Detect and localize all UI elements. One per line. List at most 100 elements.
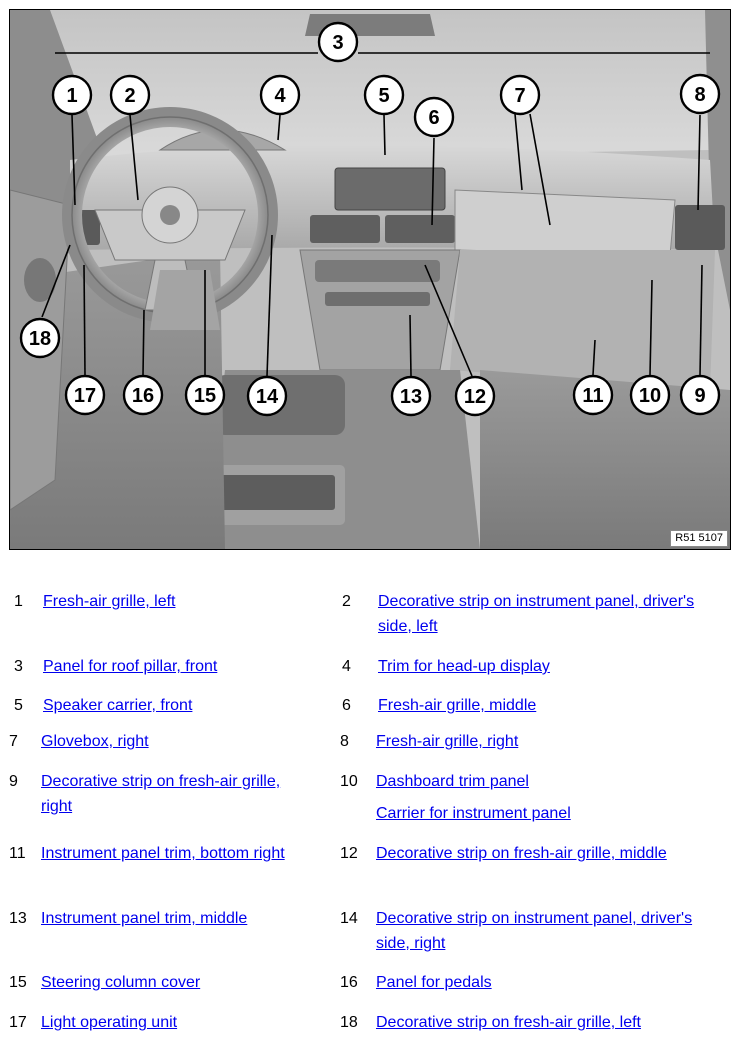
- speaker-door: [24, 258, 56, 302]
- callout-circle: [51, 74, 93, 116]
- callout-circle: [454, 375, 496, 417]
- legend-link[interactable]: Decorative strip on instrument panel, dr…: [378, 593, 695, 635]
- legend-link[interactable]: Steering column cover: [41, 974, 201, 991]
- leader-line: [649, 279, 653, 376]
- leader-line: [41, 244, 71, 318]
- legend-link[interactable]: Panel for roof pillar, front: [43, 658, 218, 675]
- callout-4: 4: [259, 74, 301, 116]
- callout-number: 11: [582, 385, 603, 407]
- legend-link[interactable]: Fresh-air grille, left: [43, 593, 176, 610]
- callout-number: 7: [514, 85, 525, 107]
- callout-9: 9: [679, 374, 721, 416]
- legend-number: 15: [9, 974, 27, 991]
- callout-circle: [629, 374, 671, 416]
- legend-number: 11: [9, 845, 26, 862]
- callout-8: 8: [679, 73, 721, 115]
- footwell-right: [480, 370, 730, 549]
- callout-number: 13: [400, 386, 422, 408]
- legend-link[interactable]: Instrument panel trim, bottom right: [41, 845, 285, 862]
- callout-1: 1: [51, 74, 93, 116]
- legend-link[interactable]: Dashboard trim panel: [376, 773, 529, 790]
- legend-link[interactable]: Trim for head-up display: [378, 658, 550, 675]
- legend-link[interactable]: Decorative strip on fresh-air grille, le…: [376, 1014, 641, 1031]
- callout-number: 6: [428, 107, 439, 129]
- callout-number: 12: [464, 386, 486, 408]
- rear-vents: [215, 475, 335, 510]
- callout-6: 6: [413, 96, 455, 138]
- legend-link[interactable]: Decorative strip on instrument panel, dr…: [376, 910, 693, 952]
- callout-circle: [259, 74, 301, 116]
- legend-link[interactable]: Fresh-air grille, middle: [378, 697, 537, 714]
- leader-line: [266, 234, 273, 377]
- callout-18: 18: [19, 317, 61, 359]
- legend-link[interactable]: Fresh-air grille, right: [376, 733, 519, 750]
- leader-line: [83, 264, 86, 376]
- callout-circle: [184, 374, 226, 416]
- leader-line: [529, 113, 551, 226]
- callout-circle: [19, 317, 61, 359]
- legend-number: 9: [9, 773, 18, 790]
- callout-number: 4: [274, 85, 286, 107]
- callout-number: 9: [694, 385, 705, 407]
- legend-number: 2: [342, 593, 351, 610]
- leader-line: [699, 264, 703, 376]
- leader-line: [424, 264, 473, 377]
- callout-circle: [499, 74, 541, 116]
- callout-14: 14: [246, 375, 288, 417]
- leader-line: [129, 114, 139, 201]
- legend-number: 1: [14, 593, 23, 610]
- legend-link[interactable]: Decorative strip on fresh-air grille, mi…: [376, 845, 667, 862]
- central-display: [334, 167, 446, 211]
- callout-number: 16: [132, 385, 154, 407]
- callout-circle: [122, 374, 164, 416]
- callout-13: 13: [390, 375, 432, 417]
- legend-link-secondary[interactable]: Carrier for instrument panel: [376, 805, 571, 822]
- callout-15: 15: [184, 374, 226, 416]
- callout-number: 1: [66, 85, 77, 107]
- callout-circle: [390, 375, 432, 417]
- legend-number: 8: [340, 733, 349, 750]
- legend-link[interactable]: Glovebox, right: [41, 733, 149, 750]
- callout-circle: [317, 21, 359, 63]
- lower-right-panel: [450, 250, 715, 390]
- callout-16: 16: [122, 374, 164, 416]
- legend-number: 17: [9, 1014, 27, 1031]
- callout-3: 3: [317, 21, 359, 63]
- legend-number: 6: [342, 697, 351, 714]
- steering-column: [150, 270, 220, 330]
- leader-line: [431, 137, 435, 226]
- legend-link[interactable]: Speaker carrier, front: [43, 697, 193, 714]
- callout-12: 12: [454, 375, 496, 417]
- reference-code: R51 5107: [670, 530, 728, 547]
- callout-number: 10: [639, 385, 661, 407]
- callout-number: 18: [29, 328, 51, 350]
- legend-number: 18: [340, 1014, 358, 1031]
- legend-link[interactable]: Light operating unit: [41, 1014, 178, 1031]
- callout-10: 10: [629, 374, 671, 416]
- callout-circle: [363, 74, 405, 116]
- glovebox: [454, 189, 676, 256]
- legend-number: 7: [9, 733, 18, 750]
- legend-number: 14: [340, 910, 358, 927]
- callout-5: 5: [363, 74, 405, 116]
- leader-lines: [41, 52, 710, 377]
- leader-line: [142, 309, 145, 376]
- vent-middle-left: [310, 215, 380, 243]
- leader-line: [71, 114, 76, 206]
- legend-link[interactable]: Panel for pedals: [376, 974, 492, 991]
- callout-circle: [109, 74, 151, 116]
- callout-circle: [413, 96, 455, 138]
- callout-number: 5: [378, 85, 389, 107]
- callout-circle: [246, 375, 288, 417]
- leader-line: [383, 114, 386, 156]
- legend-number: 10: [340, 773, 358, 790]
- legend-number: 12: [340, 845, 358, 862]
- legend-link[interactable]: Instrument panel trim, middle: [41, 910, 248, 927]
- callout-number: 3: [332, 32, 343, 54]
- radio-panel: [325, 292, 430, 306]
- legend-link[interactable]: Decorative strip on fresh-air grille, ri…: [41, 773, 281, 815]
- leader-line: [697, 114, 701, 211]
- callout-number: 8: [694, 84, 705, 106]
